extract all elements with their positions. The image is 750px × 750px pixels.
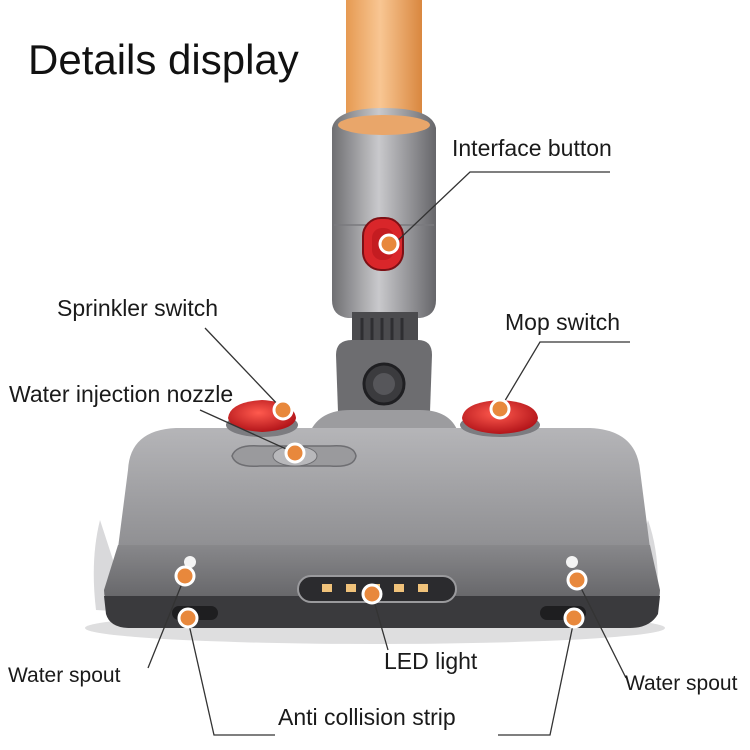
label-water-spout-left: Water spout — [8, 664, 121, 687]
marker-nozzle — [284, 442, 306, 464]
marker-led — [361, 583, 383, 605]
marker-anti-right — [563, 607, 585, 629]
label-water-spout-right: Water spout — [625, 672, 738, 695]
label-interface-button: Interface button — [452, 135, 612, 161]
handle-housing — [332, 108, 436, 318]
label-sprinkler-switch: Sprinkler switch — [57, 295, 219, 321]
page-title: Details display — [28, 36, 299, 83]
label-led-light: LED light — [384, 648, 478, 674]
marker-interface — [378, 233, 400, 255]
marker-sprinkler — [272, 399, 294, 421]
leader-anti-left — [187, 619, 275, 736]
leader-spout-right — [576, 579, 627, 679]
label-water-injection-nozzle: Water injection nozzle — [9, 381, 234, 407]
handle-tube — [346, 0, 422, 125]
leader-interface — [391, 171, 610, 247]
marker-anti-left — [177, 607, 199, 629]
leader-nozzle — [199, 409, 296, 454]
leader-sprinkler — [204, 327, 283, 410]
leader-mop — [499, 341, 630, 410]
leader-anti-right — [498, 619, 575, 736]
label-mop-switch: Mop switch — [505, 309, 621, 335]
label-anti-collision-strip: Anti collision strip — [278, 704, 456, 730]
leader-spout-left — [147, 575, 186, 669]
marker-spout-right — [566, 569, 588, 591]
marker-mop — [489, 398, 511, 420]
mop-head-body — [118, 428, 650, 548]
marker-spout-left — [174, 565, 196, 587]
